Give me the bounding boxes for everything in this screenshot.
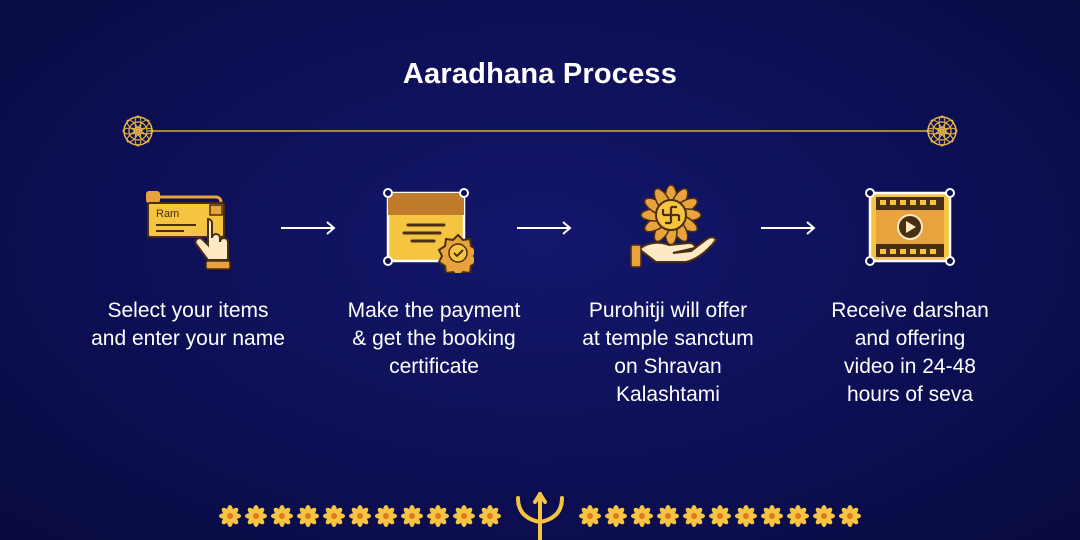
arrow-right-icon <box>281 221 336 235</box>
footer-ornament <box>219 492 861 540</box>
mandala-left-icon <box>122 115 154 147</box>
step-1-caption: Select your items and enter your name <box>91 299 285 350</box>
flower-row-right-icon <box>579 505 861 527</box>
page-title: Aaradhana Process <box>402 58 678 90</box>
step-3-caption: Purohitji will offer at temple sanctum o… <box>582 299 754 406</box>
swastika-offering-hand-icon <box>630 184 718 268</box>
certificate-badge-icon <box>383 188 474 273</box>
video-film-play-icon <box>865 188 955 266</box>
name-card-pointing-hand-icon: Ram <box>146 191 231 270</box>
svg-text:Ram: Ram <box>156 208 179 220</box>
mandala-right-icon <box>926 115 958 147</box>
step-2-caption: Make the payment & get the booking certi… <box>347 299 521 378</box>
flower-row-left-icon <box>219 505 501 527</box>
trishul-icon <box>516 492 564 540</box>
arrow-right-icon <box>517 221 572 235</box>
step-4-caption: Receive darshan and offering video in 24… <box>831 299 989 406</box>
arrow-right-icon <box>761 221 816 235</box>
title-divider <box>122 115 958 147</box>
